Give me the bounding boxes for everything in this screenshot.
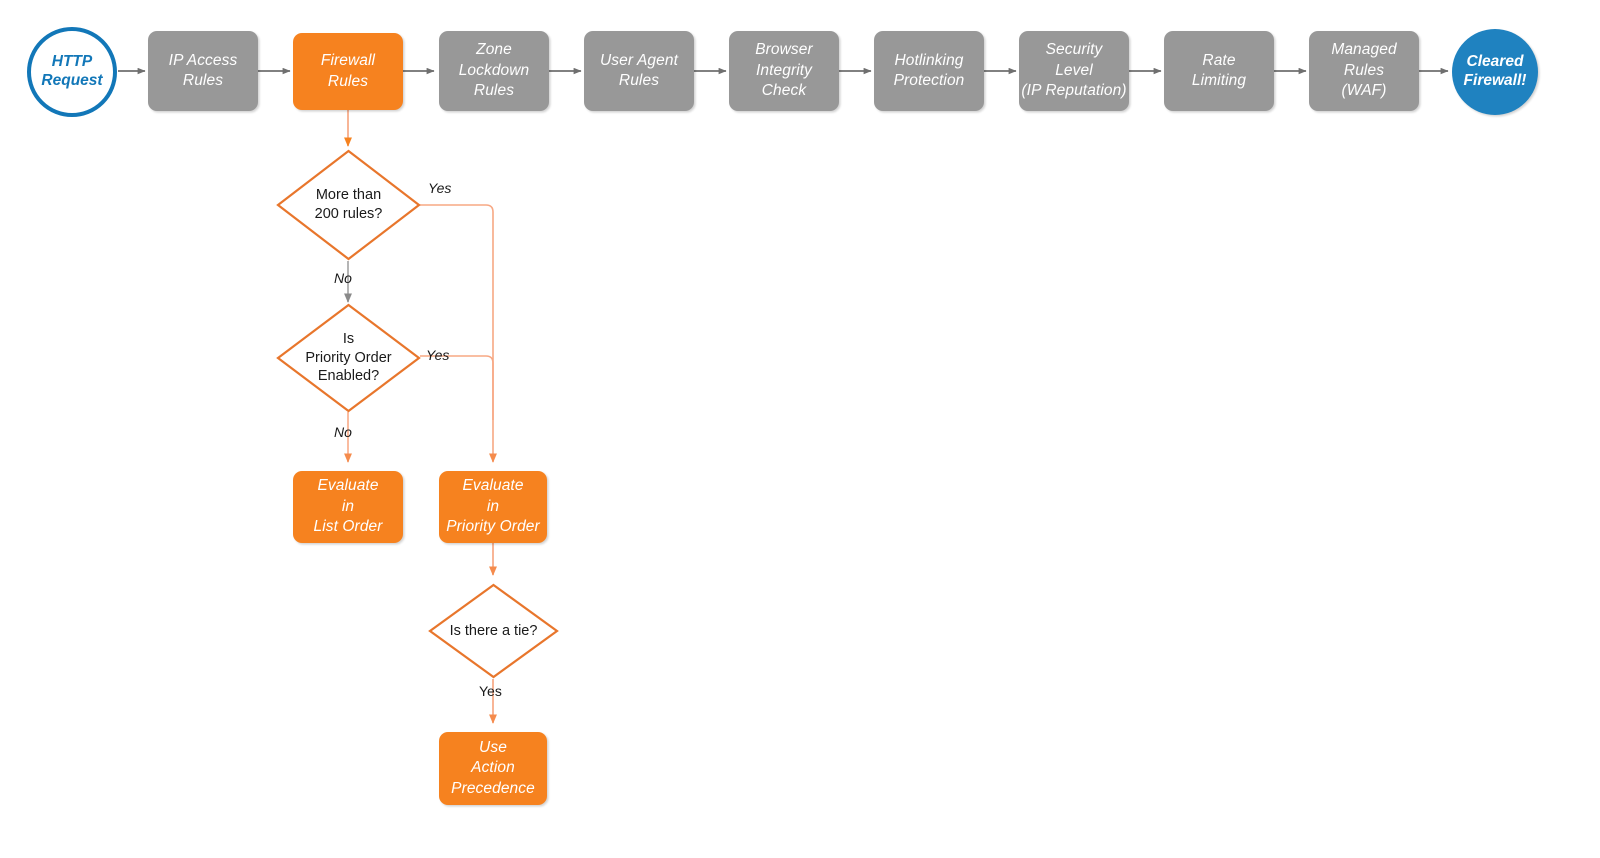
diamond-shape: [428, 583, 559, 679]
edge-d1-yes: [420, 204, 497, 463]
edge-label-yes-3: Yes: [479, 683, 502, 699]
edge-label-no-1: No: [334, 270, 352, 286]
edge-label-yes-1: Yes: [428, 180, 452, 196]
diamond-shape: [276, 303, 421, 413]
edge-label-no-2: No: [334, 424, 352, 440]
decision-is-there-a-tie-label: Is there a tie?: [449, 622, 538, 639]
edge-d2-yes: [420, 355, 494, 420]
edge-label-yes-2: Yes: [426, 347, 450, 363]
diamond-shape: [276, 149, 421, 261]
decision-is-there-a-tie[interactable]: Is there a tie?: [428, 583, 559, 679]
